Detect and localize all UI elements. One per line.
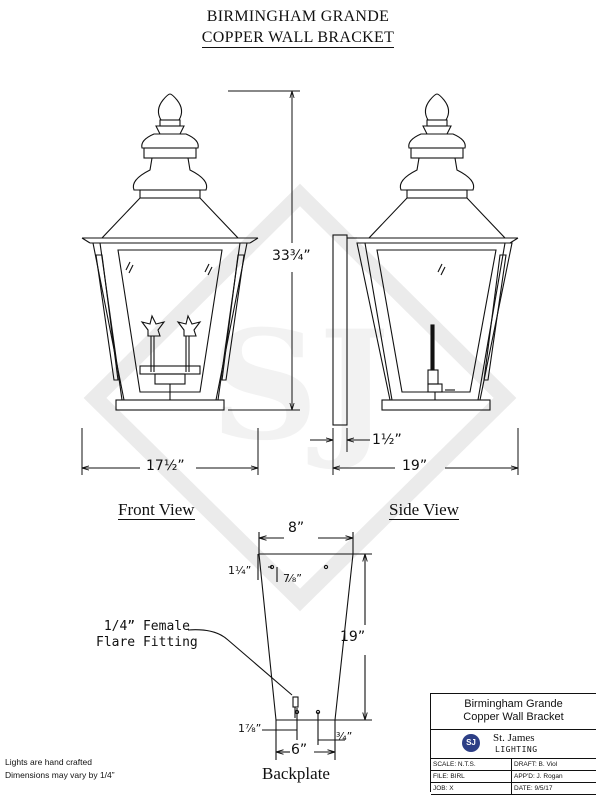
job-field: JOB: X <box>433 785 454 792</box>
side-depth-dimension <box>310 428 519 475</box>
approved-field: APP'D: J. Rogan <box>511 771 563 782</box>
title-block-row: FILE: BIRL APP'D: J. Rogan <box>431 771 596 783</box>
backplate-drawing <box>187 532 372 760</box>
st-james-logo-icon: SJ <box>462 734 480 752</box>
backplate-label: Backplate <box>262 764 330 783</box>
hole-bottom-inset-label: ¾” <box>336 730 353 743</box>
brand-subtitle: LIGHTING <box>495 745 538 754</box>
watermark-logo: SJ <box>83 183 517 612</box>
side-depth-label: 19” <box>402 458 428 474</box>
title-block-name-line2: Copper Wall Bracket <box>463 711 564 723</box>
file-field: FILE: BIRL <box>433 773 465 780</box>
scale-field: SCALE: N.T.S. <box>433 761 476 768</box>
title-block: Birmingham Grande Copper Wall Bracket SJ… <box>430 693 596 795</box>
title-block-row: SCALE: N.T.S. DRAFT: B. Viol <box>431 759 596 771</box>
hole-top-offset-label: 1¼” <box>228 564 252 577</box>
front-view-label: Front View <box>118 500 195 520</box>
front-view-lantern <box>81 93 259 411</box>
hole-top-inset-label: 7⁄₈” <box>283 572 302 585</box>
side-view-label-text: Side View <box>389 500 459 520</box>
height-dimension <box>228 90 300 411</box>
svg-text:SJ: SJ <box>210 298 389 474</box>
front-width-dimension <box>81 428 259 475</box>
side-offset-label: 1½” <box>372 432 402 448</box>
height-dimension-label: 33¾” <box>272 248 311 264</box>
drawing-title-line2-text: COPPER WALL BRACKET <box>201 29 395 48</box>
drawing-title-line2: COPPER WALL BRACKET <box>0 29 596 48</box>
title-block-row: JOB: X DATE: 9/5/17 <box>431 783 596 795</box>
front-width-label: 17½” <box>146 458 185 474</box>
date-field: DATE: 9/5/17 <box>511 783 553 794</box>
note-hand-crafted: Lights are hand crafted <box>5 757 92 767</box>
side-view-lantern <box>332 93 519 426</box>
front-view-label-text: Front View <box>118 500 195 520</box>
flare-fitting-callout-line1: 1/4” Female <box>103 619 190 634</box>
flare-fitting-callout: 1/4” Female Flare Fitting <box>96 619 198 651</box>
backplate-height-label: 19” <box>340 629 366 645</box>
backplate-top-width-label: 8” <box>288 520 305 536</box>
title-block-brand: SJ St. James LIGHTING <box>431 730 596 759</box>
draft-field: DRAFT: B. Viol <box>511 759 557 770</box>
backplate-bottom-width-label: 6” <box>291 742 308 758</box>
brand-name: St. James <box>493 732 535 744</box>
title-block-name-line1: Birmingham Grande <box>464 698 563 710</box>
side-view-label: Side View <box>389 500 459 520</box>
drawing-title-line1: BIRMINGHAM GRANDE <box>206 8 390 25</box>
flare-fitting-callout-line2: Flare Fitting <box>96 635 198 650</box>
hole-bottom-offset-label: 1⅞” <box>238 722 262 735</box>
note-dimension-tolerance: Dimensions may vary by 1/4” <box>5 770 115 780</box>
title-block-name: Birmingham Grande Copper Wall Bracket <box>431 694 596 730</box>
